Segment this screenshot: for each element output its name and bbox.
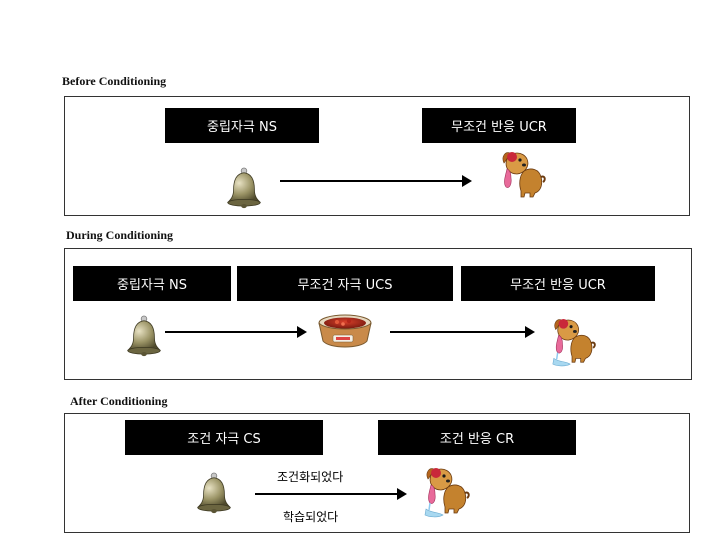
during-ucs-label: 무조건 자극 UCS bbox=[237, 266, 453, 301]
before-ns-label: 중립자극 NS bbox=[165, 108, 319, 143]
after-cs-label: 조건 자극 CS bbox=[125, 420, 323, 455]
before-heading: Before Conditioning bbox=[62, 74, 167, 88]
during-panel: 중립자극 NS 무조건 자극 UCS 무조건 반응 UCR bbox=[64, 248, 692, 380]
arrow-top-text: 조건화되었다 bbox=[277, 470, 344, 484]
during-arrow-1 bbox=[165, 326, 307, 338]
bell-icon bbox=[127, 315, 161, 357]
after-arrow bbox=[255, 488, 407, 500]
dog-drooling-icon bbox=[549, 315, 597, 371]
after-panel: 조건 자극 CS 조건 반응 CR 조건화되었다 학습되었다 bbox=[64, 413, 690, 533]
dog-drooling-icon bbox=[501, 151, 546, 198]
bell-icon bbox=[197, 472, 231, 514]
during-arrow-2 bbox=[390, 326, 535, 338]
dog-drooling-icon bbox=[421, 464, 471, 522]
food-bowl-icon bbox=[318, 314, 372, 348]
before-panel: 중립자극 NS 무조건 반응 UCR bbox=[64, 96, 690, 216]
before-arrow bbox=[280, 175, 472, 187]
during-ns-label: 중립자극 NS bbox=[73, 266, 231, 301]
after-cr-label: 조건 반응 CR bbox=[378, 420, 576, 455]
bell-icon bbox=[227, 167, 261, 209]
before-ucr-label: 무조건 반응 UCR bbox=[422, 108, 576, 143]
after-heading: After Conditioning bbox=[70, 394, 168, 408]
during-heading: During Conditioning bbox=[66, 228, 174, 242]
during-ucr-label: 무조건 반응 UCR bbox=[461, 266, 655, 301]
arrow-bottom-text: 학습되었다 bbox=[283, 510, 339, 524]
